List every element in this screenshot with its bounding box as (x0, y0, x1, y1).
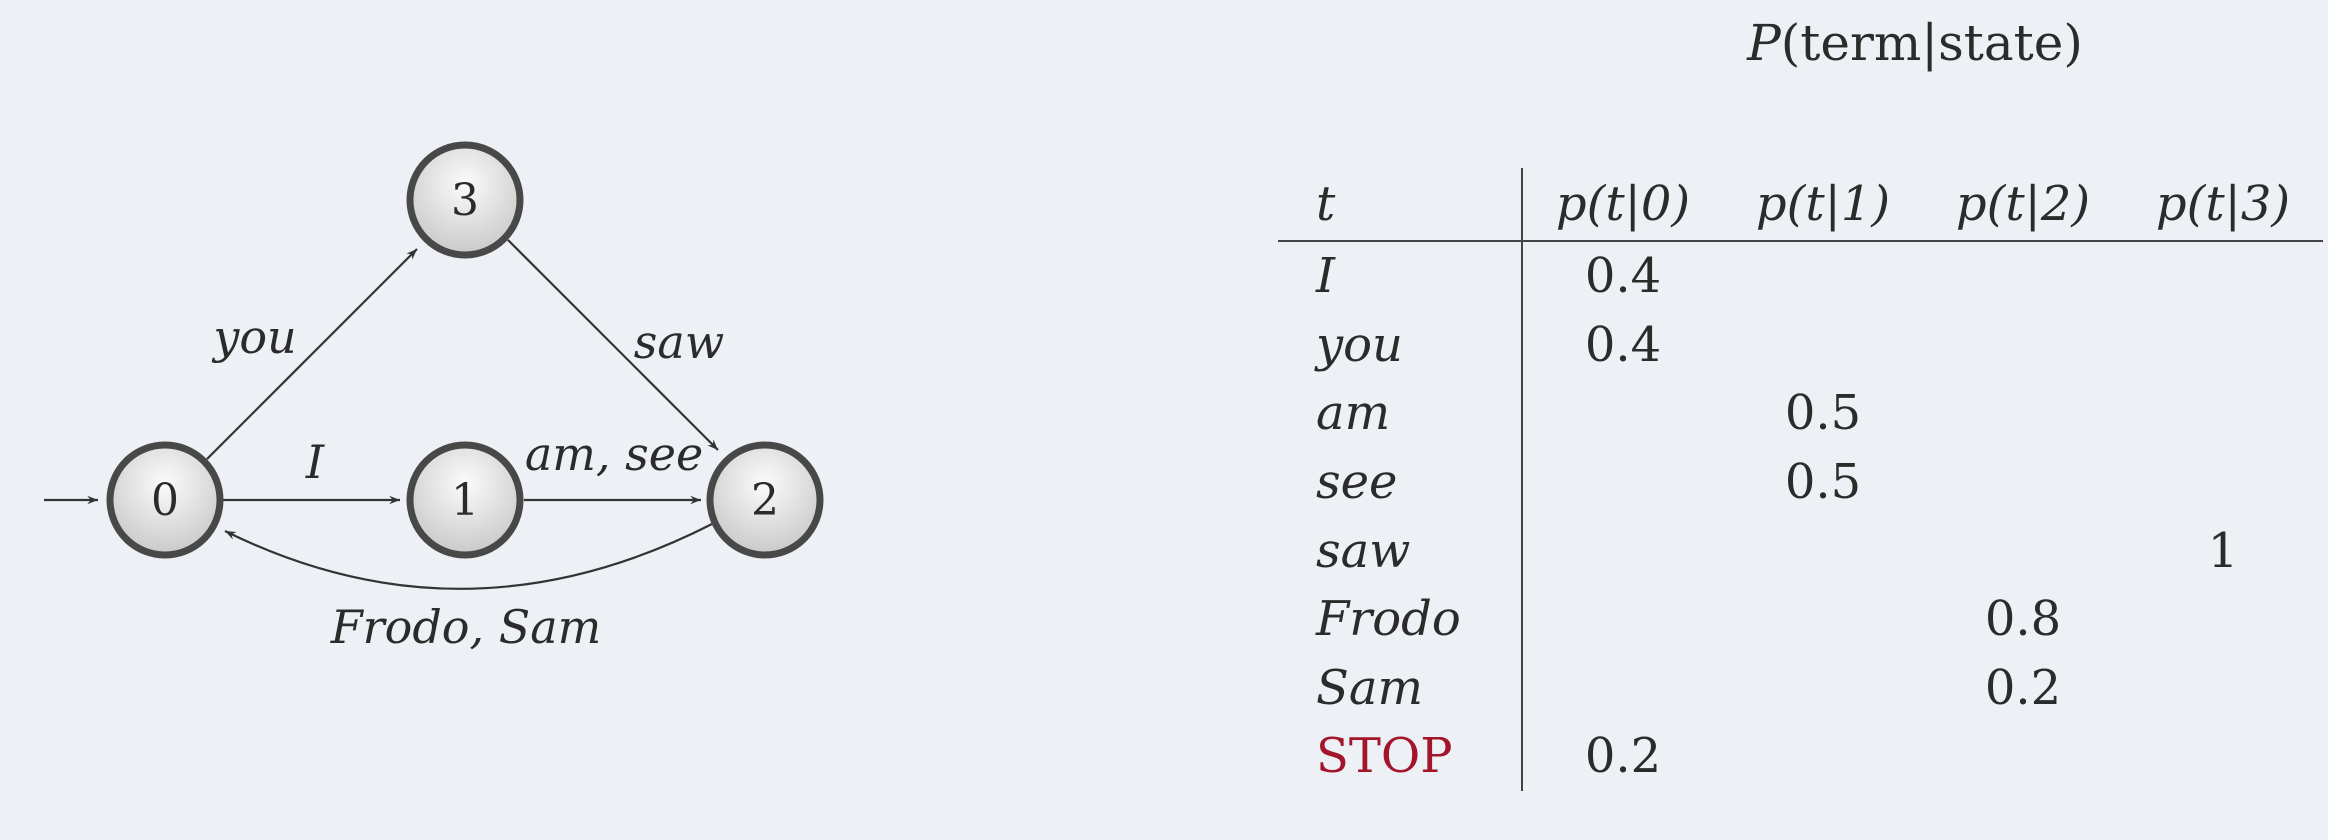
edge-label-0-to-1: I (305, 435, 325, 489)
state-label-0: 0 (151, 475, 179, 526)
table-header-row: t p(t|0) p(t|1) p(t|2) p(t|3) (1278, 168, 2323, 242)
prob-cell (1522, 516, 1723, 585)
prob-cell (1723, 516, 1923, 585)
edge-0-to-3 (206, 248, 418, 460)
prob-cell (1923, 722, 2123, 791)
prob-cell: 0.2 (1584, 728, 1662, 785)
prob-cell (2123, 448, 2323, 517)
edge-label-2-to-0: Frodo, Sam (330, 600, 602, 654)
prob-cell: 1 (2207, 522, 2239, 579)
term-cell: am (1278, 379, 1523, 448)
table-title-prefix: P (1747, 14, 1781, 72)
prob-cell (1723, 654, 1923, 723)
probability-table: t p(t|0) p(t|1) p(t|2) p(t|3) I 0.4 you … (1278, 168, 2323, 791)
header-p-state-1: p(t|1) (1723, 168, 1923, 242)
prob-cell (1522, 654, 1723, 723)
table-row: am 0.5 (1278, 379, 2323, 448)
term-cell: I (1278, 241, 1523, 311)
stop-term-cell: STOP (1278, 722, 1523, 791)
prob-cell (1923, 379, 2123, 448)
prob-cell (1522, 379, 1723, 448)
term-cell: saw (1278, 516, 1523, 585)
edge-2-to-0 (224, 523, 713, 590)
header-p-state-0: p(t|0) (1522, 168, 1723, 242)
edge-label-0-to-3: you (211, 310, 296, 364)
prob-cell (1522, 585, 1723, 654)
prob-cell (2123, 654, 2323, 723)
prob-cell: 0.5 (1784, 454, 1862, 511)
prob-cell (1723, 241, 1923, 311)
edge-3-to-2 (507, 239, 719, 451)
table-row: saw 1 (1278, 516, 2323, 585)
state-node-3: 3 (406, 141, 524, 259)
term-cell: Sam (1278, 653, 1523, 723)
prob-cell (1923, 241, 2123, 311)
prob-cell (2123, 379, 2323, 448)
prob-cell: 0.4 (1584, 248, 1662, 305)
edge-label-3-to-2: saw (634, 315, 724, 369)
table-row-stop: STOP 0.2 (1278, 722, 2323, 791)
prob-cell (1923, 311, 2123, 380)
prob-cell (2123, 241, 2323, 311)
term-cell: you (1278, 310, 1523, 380)
state-node-0: 0 (106, 441, 224, 559)
prob-cell (1723, 585, 1923, 654)
state-label-2: 2 (751, 475, 779, 526)
state-label-3: 3 (451, 175, 479, 226)
table-row: Frodo 0.8 (1278, 584, 2323, 654)
state-node-1: 1 (406, 441, 524, 559)
edge-label-1-to-2: am, see (525, 427, 703, 481)
prob-cell (2123, 311, 2323, 380)
table-title-rest: (term|state) (1780, 14, 2083, 72)
table-row: see 0.5 (1278, 447, 2323, 517)
term-cell: see (1278, 447, 1523, 517)
prob-cell (1923, 448, 2123, 517)
table-row: Sam 0.2 (1278, 653, 2323, 723)
state-diagram: I you am, see saw Frodo, Sam 0 1 2 3 (44, 141, 824, 654)
prob-cell (1723, 722, 1923, 791)
prob-cell (1522, 448, 1723, 517)
prob-cell (1923, 516, 2123, 585)
prob-cell (2123, 722, 2323, 791)
state-node-2: 2 (706, 441, 824, 559)
prob-cell: 0.5 (1784, 385, 1862, 442)
prob-cell (1723, 311, 1923, 380)
prob-cell: 0.8 (1984, 591, 2062, 648)
prob-cell (2123, 585, 2323, 654)
prob-cell: 0.2 (1984, 659, 2062, 716)
header-p-state-3: p(t|3) (2123, 168, 2323, 242)
state-label-1: 1 (451, 475, 479, 526)
table-row: you 0.4 (1278, 310, 2323, 380)
header-p-state-2: p(t|2) (1923, 168, 2123, 242)
term-cell: Frodo (1278, 584, 1523, 654)
table-row: I 0.4 (1278, 241, 2323, 311)
header-term: t (1278, 168, 1523, 242)
table-title: P(term|state) (1520, 14, 2310, 72)
prob-cell: 0.4 (1584, 316, 1662, 373)
